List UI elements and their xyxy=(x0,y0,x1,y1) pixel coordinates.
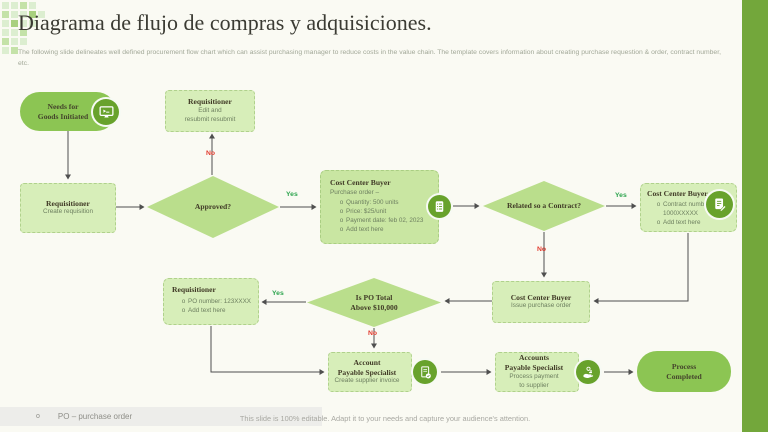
edge-label-no: No xyxy=(206,150,216,157)
edge-label-yes: Yes xyxy=(286,191,298,198)
node-cost-center-buyer-issue: Cost Center Buyer Issue purchase order xyxy=(492,281,590,323)
decision-label: Related so a Contract? xyxy=(506,201,582,211)
node-text: Edit and xyxy=(198,106,222,114)
node-requisitioner-edit: Requisitioner Edit and resubmit resubmit xyxy=(165,90,255,132)
node-title: Cost Center Buyer xyxy=(647,189,708,198)
contract-edit-icon xyxy=(704,189,735,220)
node-accounts-payable-specialist: Accounts Payable Specialist Process paym… xyxy=(495,352,579,392)
edge-label-yes: Yes xyxy=(272,290,284,297)
checker-decoration xyxy=(2,2,45,54)
node-title: Accounts xyxy=(519,353,549,363)
node-title: Needs for xyxy=(47,101,79,111)
node-title: Requisitioner xyxy=(46,198,90,208)
payment-hand-icon xyxy=(574,358,602,386)
edge-label-no: No xyxy=(537,246,547,253)
node-account-payable-specialist: Account Payable Specialist Create suppli… xyxy=(328,352,412,392)
node-text: Create requisition xyxy=(42,208,94,216)
node-text: Create supplier invoice xyxy=(334,377,400,385)
node-text: Issue purchase order xyxy=(510,302,572,310)
node-title: Goods Initiated xyxy=(37,111,89,121)
decision-related-contract: Related so a Contract? xyxy=(483,181,605,231)
decision-approved: Approved? xyxy=(147,176,279,238)
legend-bullet: o xyxy=(36,413,40,420)
node-text: Process payment xyxy=(509,372,559,380)
node-process-completed: Process Completed xyxy=(637,351,731,392)
decision-label: Approved? xyxy=(194,202,232,212)
page-subtitle: The following slide delineates well defi… xyxy=(18,49,721,67)
decision-po-total: Is PO Total Above $10,000 xyxy=(307,278,441,327)
invoice-check-icon xyxy=(411,358,439,386)
monitor-icon xyxy=(91,97,121,127)
legend-text: PO – purchase order xyxy=(57,412,133,421)
node-title: Payable Specialist xyxy=(504,363,564,373)
node-title: Payable Specialist xyxy=(337,367,397,377)
node-title: Completed xyxy=(666,371,702,381)
legend-strip: o PO – purchase order xyxy=(0,407,322,426)
node-text: Purchase order – xyxy=(330,188,380,196)
order-list-icon xyxy=(426,193,453,220)
node-title: Requisitioner xyxy=(172,285,216,294)
decision-label: Above $10,000 xyxy=(350,302,398,312)
node-text: resubmit resubmit xyxy=(184,115,236,123)
node-title: Account xyxy=(353,357,381,367)
edge-label-no: No xyxy=(368,330,378,337)
edge-label-yes: Yes xyxy=(615,192,627,199)
right-accent-bar xyxy=(742,0,768,432)
footer-note: This slide is 100% editable. Adapt it to… xyxy=(239,414,531,423)
node-title: Process xyxy=(671,361,697,371)
node-title: Requisitioner xyxy=(188,97,232,107)
node-title: Cost Center Buyer xyxy=(330,178,391,187)
node-requisitioner-create: Requisitioner Create requisition xyxy=(20,183,116,233)
node-title: Cost Center Buyer xyxy=(510,292,572,302)
node-text: to supplier xyxy=(519,381,549,389)
decision-label: Is PO Total xyxy=(355,292,393,302)
page-title: Diagrama de flujo de compras y adquisici… xyxy=(18,10,432,35)
